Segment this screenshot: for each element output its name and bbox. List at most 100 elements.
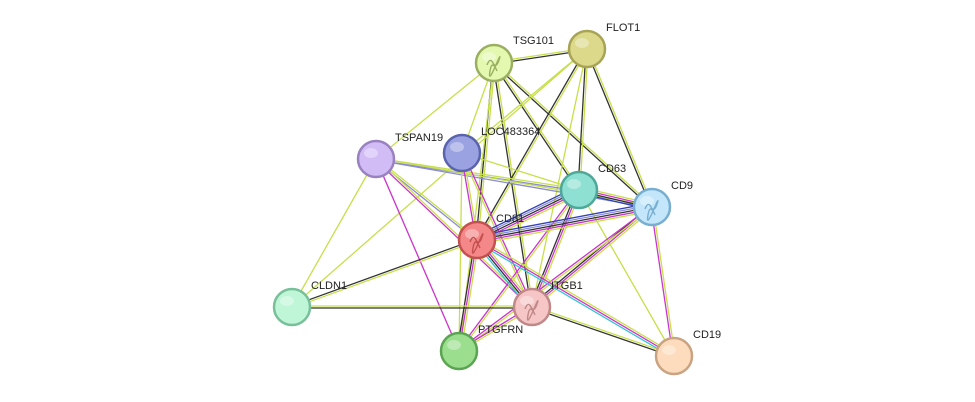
- edge-line-coexpression: [577, 48, 587, 190]
- node-highlight: [450, 142, 464, 152]
- node-itgb1[interactable]: ITGB1: [512, 280, 583, 327]
- node-cd63[interactable]: CD63: [559, 163, 626, 210]
- node-circle[interactable]: [559, 170, 599, 210]
- node-cd9[interactable]: CD9: [632, 180, 693, 227]
- edge-FLOT1-CD81[interactable]: [475, 48, 589, 241]
- edge-line-experiments: [476, 239, 675, 357]
- node-tspan19[interactable]: TSPAN19: [356, 132, 443, 179]
- edge-CD9-CD19[interactable]: [650, 206, 676, 357]
- edge-CLDN1-ITGB1[interactable]: [292, 305, 532, 309]
- edge-line-coexpression: [492, 63, 579, 191]
- edge-line-textmining: [477, 237, 676, 355]
- edge-CD9-CD81[interactable]: [476, 202, 653, 245]
- edge-line-coexpression: [492, 63, 652, 209]
- node-cd19[interactable]: CD19: [654, 329, 721, 376]
- node-highlight: [364, 148, 378, 158]
- edge-TSPAN19-CLDN1[interactable]: [291, 158, 377, 308]
- edge-TSG101-CD63[interactable]: [492, 62, 581, 191]
- edge-line-coexpression: [585, 49, 652, 208]
- edge-CD81-CD19[interactable]: [475, 237, 676, 359]
- node-circle[interactable]: [439, 331, 479, 371]
- edge-line-experiments: [531, 189, 580, 308]
- edge-line-textmining: [477, 49, 589, 241]
- node-cldn1[interactable]: CLDN1: [272, 280, 347, 327]
- node-label-flot1: FLOT1: [606, 22, 640, 34]
- edge-FLOT1-ITGB1[interactable]: [531, 48, 588, 308]
- edge-LOC483364-CD63[interactable]: [461, 152, 580, 191]
- node-label-ptgfrn: PTGFRN: [478, 324, 523, 336]
- edge-line-textmining: [494, 61, 654, 207]
- edge-LOC483364-PTGFRN[interactable]: [458, 152, 463, 352]
- edge-line-coexpression: [291, 238, 477, 307]
- node-circle[interactable]: [272, 287, 312, 327]
- protein-structure-icon: [524, 300, 539, 321]
- edge-line-cooccurrence: [476, 202, 652, 237]
- edge-line-coexpression: [475, 48, 587, 240]
- node-highlight: [640, 196, 654, 206]
- edge-FLOT1-CLDN1[interactable]: [291, 48, 588, 308]
- edge-line-textmining: [531, 48, 588, 308]
- edge-line-textmining: [478, 193, 582, 245]
- node-highlight: [482, 52, 496, 62]
- edge-CD63-PTGFRN[interactable]: [457, 189, 581, 352]
- edge-line-experiments: [374, 159, 532, 309]
- node-flot1[interactable]: FLOT1: [567, 22, 640, 69]
- node-circle[interactable]: [632, 187, 672, 227]
- edge-line-experiments: [458, 205, 652, 351]
- node-label-tspan19: TSPAN19: [395, 132, 443, 144]
- node-highlight: [447, 340, 461, 350]
- node-highlight: [520, 296, 534, 306]
- node-label-cd63: CD63: [598, 163, 626, 175]
- node-label-cd9: CD9: [671, 180, 693, 192]
- edge-line-textmining: [291, 48, 588, 308]
- node-circle[interactable]: [567, 29, 607, 69]
- node-label-cd81: CD81: [496, 213, 524, 225]
- edge-FLOT1-CD63[interactable]: [577, 48, 589, 191]
- node-circle[interactable]: [457, 220, 497, 260]
- edge-line-database: [475, 241, 674, 359]
- node-circle[interactable]: [442, 133, 482, 173]
- node-circle[interactable]: [356, 139, 396, 179]
- node-circle[interactable]: [512, 287, 552, 327]
- edge-TSG101-TSPAN19[interactable]: [375, 62, 495, 160]
- protein-structure-icon: [486, 56, 501, 77]
- edge-line-textmining: [477, 210, 653, 245]
- edge-ITGB1-CD19[interactable]: [531, 305, 675, 358]
- edge-line-textmining: [587, 48, 654, 207]
- edge-TSG101-CD9[interactable]: [492, 61, 654, 209]
- node-label-loc483364: LOC483364: [481, 126, 540, 138]
- edge-line-experiments: [650, 207, 674, 357]
- node-ptgfrn[interactable]: PTGFRN: [439, 324, 523, 371]
- edge-TSPAN19-PTGFRN[interactable]: [375, 158, 460, 352]
- edge-line-experiments: [457, 189, 579, 351]
- edge-CD81-CLDN1[interactable]: [291, 238, 478, 309]
- edge-line-experiments: [477, 208, 653, 243]
- node-cd81[interactable]: CD81: [457, 213, 524, 260]
- edge-line-experiments: [375, 158, 460, 352]
- edge-line-textmining: [376, 157, 580, 190]
- edge-CD9-PTGFRN[interactable]: [458, 205, 653, 353]
- node-loc483364[interactable]: LOC483364: [442, 126, 540, 173]
- edge-FLOT1-LOC483364[interactable]: [461, 48, 588, 154]
- edge-line-textmining: [532, 305, 675, 356]
- node-highlight: [567, 179, 581, 189]
- protein-structure-icon: [644, 200, 659, 221]
- edge-line-textmining: [532, 208, 654, 310]
- node-label-itgb1: ITGB1: [551, 280, 583, 292]
- edge-line-textmining: [459, 190, 581, 352]
- edge-line-homology: [476, 204, 652, 239]
- edges-layer: [291, 47, 676, 359]
- node-label-cldn1: CLDN1: [311, 280, 347, 292]
- edge-FLOT1-CD9[interactable]: [585, 48, 654, 208]
- protein-structure-icon: [469, 233, 484, 254]
- node-tsg101[interactable]: TSG101: [474, 35, 554, 83]
- node-circle[interactable]: [654, 336, 694, 376]
- edge-line-coexpression: [476, 206, 653, 241]
- node-circle[interactable]: [474, 43, 514, 83]
- node-label-tsg101: TSG101: [513, 35, 554, 47]
- edge-line-textmining: [461, 152, 580, 191]
- edge-line-textmining: [292, 240, 478, 309]
- edge-line-cooccurrence: [474, 185, 578, 237]
- edge-line-textmining: [477, 63, 496, 241]
